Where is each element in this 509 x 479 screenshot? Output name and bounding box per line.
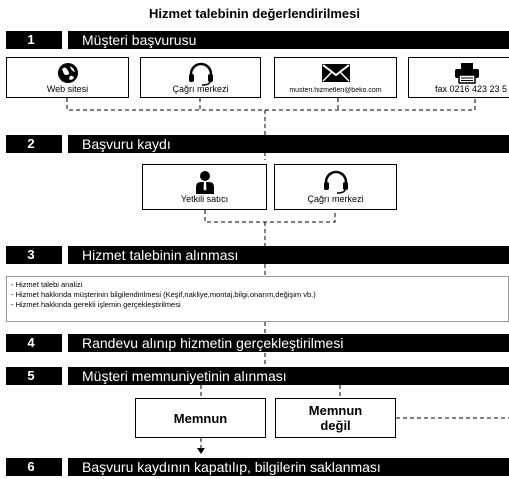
step-label: Müşteri başvurusu: [82, 32, 197, 48]
outcome-unsatisfied-box: Memnun değil: [275, 398, 396, 438]
note-line: - Hizmet hakkında müşterinin bilgilendir…: [11, 290, 316, 299]
step-label: Randevu alınıp hizmetin gerçekleştirilme…: [82, 335, 344, 351]
step-4-bar: 4 Randevu alınıp hizmetin gerçekleştiril…: [6, 334, 509, 352]
channel-fax-box: fax 0216 423 23 5: [408, 57, 509, 98]
step-1-bar: 1 Müşteri başvurusu: [6, 31, 509, 49]
step-number: 6: [27, 459, 35, 474]
registration-call-center-box: Çağrı merkezi: [274, 164, 397, 210]
step-number: 5: [27, 368, 35, 383]
step-6-bar: 6 Başvuru kaydının kapatılıp, bilgilerin…: [6, 458, 509, 476]
diagram-title: Hizmet talebinin değerlendirilmesi: [149, 6, 360, 21]
step-label: Başvuru kaydı: [82, 136, 171, 152]
envelope-icon: [321, 62, 351, 89]
step-number: 3: [27, 247, 35, 262]
note-line: - Hizmet talebi analizi: [11, 280, 83, 289]
channel-web-box: Web sitesi: [6, 57, 129, 98]
step-label: Hizmet talebinin alınması: [82, 247, 239, 263]
channel-label: Çağrı merkezi: [172, 84, 229, 94]
step-number: 1: [27, 32, 35, 47]
step-number: 2: [27, 136, 35, 151]
step-2-bar: 2 Başvuru kaydı: [6, 135, 509, 153]
channel-label: musteri.hizmetleri@beko.com: [289, 87, 382, 94]
step-number: 4: [27, 335, 35, 350]
step-3-bar: 3 Hizmet talebinin alınması: [6, 246, 509, 264]
outcome-label: Memnun: [173, 411, 228, 426]
registration-dealer-box: Yetkili satıcı: [142, 164, 267, 210]
registration-label: Yetkili satıcı: [180, 194, 229, 204]
headset-icon: [187, 62, 215, 91]
step-label: Müşteri memnuniyetinin alınması: [82, 368, 287, 384]
outcome-satisfied-box: Memnun: [135, 398, 266, 438]
channel-label: Web sitesi: [46, 84, 89, 94]
fax-icon: [454, 62, 480, 89]
channel-email-box: musteri.hizmetleri@beko.com: [274, 57, 397, 98]
note-line: - Hizmet hakkında gerekli işlemin gerçek…: [11, 300, 181, 309]
service-notes: - Hizmet talebi analizi - Hizmet hakkınd…: [6, 276, 509, 322]
channel-label: fax 0216 423 23 5: [434, 84, 507, 94]
outcome-label: Memnun: [308, 403, 363, 418]
outcome-label: değil: [320, 418, 351, 433]
registration-label: Çağrı merkezi: [307, 194, 364, 204]
globe-icon: [57, 62, 79, 89]
step-5-bar: 5 Müşteri memnuniyetinin alınması: [6, 367, 509, 385]
step-label: Başvuru kaydının kapatılıp, bilgilerin s…: [82, 459, 381, 475]
channel-call-center-box: Çağrı merkezi: [140, 57, 261, 98]
person-icon: [195, 170, 215, 199]
headset-icon: [322, 170, 350, 199]
